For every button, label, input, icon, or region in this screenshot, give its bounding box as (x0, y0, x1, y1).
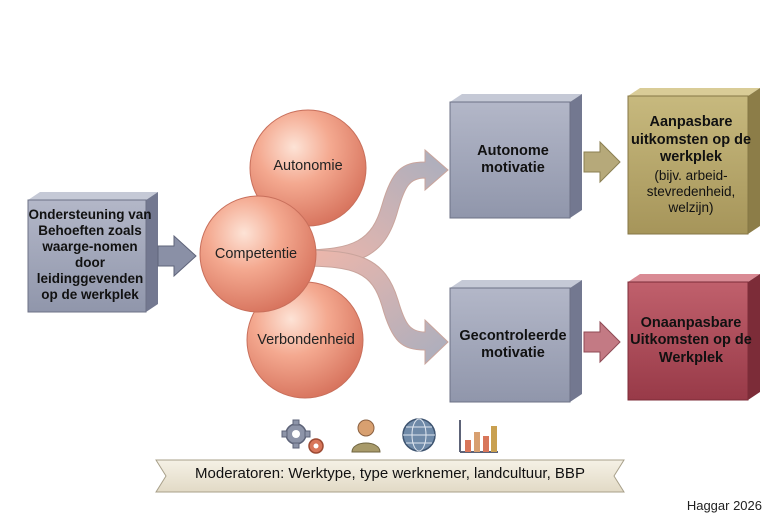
gears-icon (281, 419, 324, 454)
controlled-box-shape (449, 280, 582, 403)
branch-up (299, 148, 449, 267)
moderator-banner (155, 459, 625, 493)
need-verbondenheid-label: Verbondenheid (257, 332, 355, 348)
branch-down (299, 249, 449, 366)
need-autonomie-label: Autonomie (273, 158, 343, 174)
adaptive-box-shape (627, 88, 760, 235)
autonomous-box-shape (449, 94, 582, 219)
controlled-motivation-box: Gecontroleerde motivatie (450, 288, 576, 402)
sphere-competentie (199, 195, 317, 313)
support-arrow (157, 234, 197, 278)
moderators-text: Moderatoren: Werktype, type werknemer, l… (195, 465, 585, 482)
maladaptive-outcomes-label: Onaanpasbare Uitkomsten op de Werkplek (630, 315, 752, 366)
arrow-to-maladaptive (583, 320, 621, 364)
arrow-to-adaptive (583, 140, 621, 184)
globe-icon (402, 418, 436, 452)
maladaptive-box-shape (627, 274, 760, 401)
adaptive-outcomes-box: Aanpasbare uitkomsten op de werkplek (bi… (628, 96, 754, 234)
credit-text: Haggar 2026 (686, 498, 762, 513)
maladaptive-outcomes-box: Onaanpasbare Uitkomsten op de Werkplek (628, 282, 754, 400)
autonomous-motivation-label: Autonome motivatie (477, 142, 549, 176)
adaptive-outcomes-title: Aanpasbare uitkomsten op de werkplek (630, 114, 752, 165)
need-competentie-label: Competentie (214, 246, 298, 262)
controlled-motivation-label: Gecontroleerde motivatie (459, 327, 567, 361)
support-box-text: Ondersteuning van Behoeften zoals waarge… (28, 207, 152, 302)
support-box-shape (27, 192, 158, 313)
person-icon (351, 419, 381, 453)
bar-chart-icon (459, 420, 498, 453)
autonomous-motivation-box: Autonome motivatie (450, 102, 576, 218)
adaptive-outcomes-detail: (bijv. arbeid-stevredenheid, welzijn) (646, 167, 736, 215)
support-box: Ondersteuning van Behoeften zoals waarge… (28, 200, 152, 310)
